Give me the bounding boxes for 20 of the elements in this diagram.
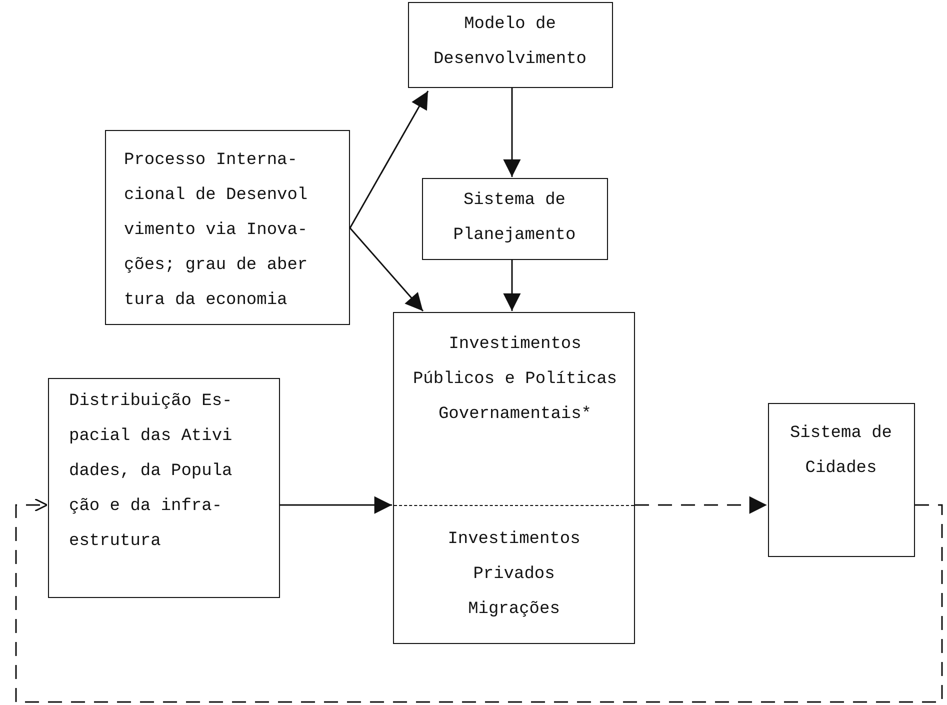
box-text: Processo Interna- cional de Desenvol vimento via Inova- ções; grau de aber tura da economia: [124, 150, 309, 312]
arrow: [349, 90, 429, 228]
arrow: [503, 260, 521, 311]
process-box: [408, 2, 613, 88]
process-box: [105, 130, 350, 325]
arrow: [280, 496, 392, 514]
arrow: [349, 228, 424, 312]
box-text: Sistema de Planejamento: [452, 190, 577, 247]
arrow: [503, 88, 521, 177]
process-box: [48, 378, 280, 598]
process-box: [393, 312, 635, 644]
box-text: Investimentos Públicos e Políticas Governamentais*: [412, 334, 618, 426]
arrow: [635, 496, 767, 514]
arrow: [15, 498, 943, 703]
box-text: Investimentos Privados Migrações: [446, 529, 582, 621]
box-text: Distribuição Es- pacial das Ativi dades, da Popula ção e da infra- estrutura: [69, 391, 234, 553]
process-box: [422, 178, 608, 260]
box-text: Sistema de Cidades: [788, 423, 894, 480]
box-text: Modelo de Desenvolvimento: [432, 14, 588, 71]
process-box: [768, 403, 915, 557]
